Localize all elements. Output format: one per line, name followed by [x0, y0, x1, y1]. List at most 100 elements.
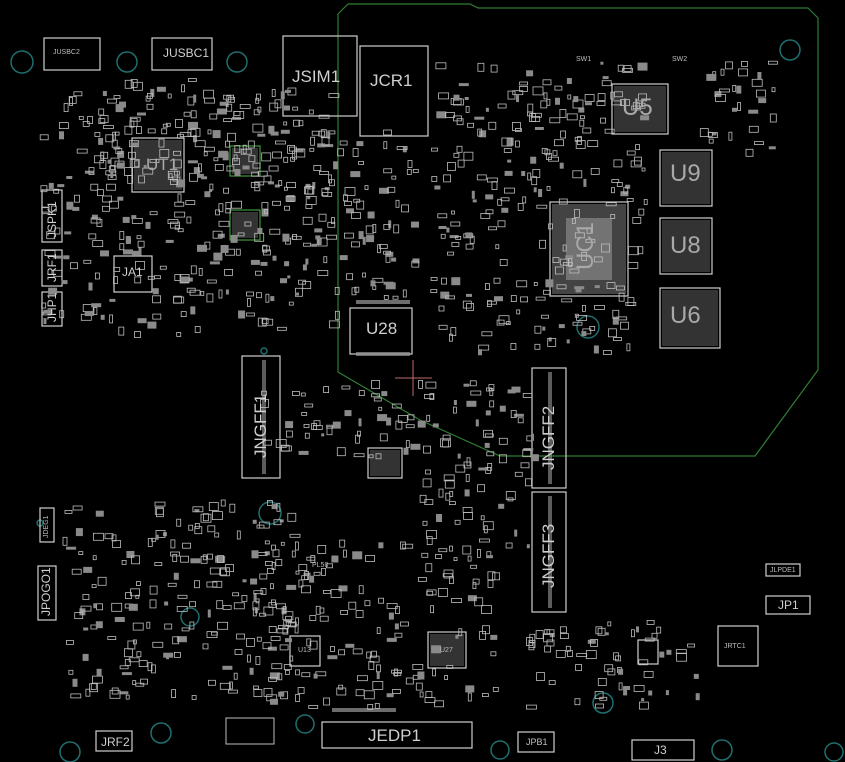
- smd-part: [246, 291, 254, 297]
- smd-part: [339, 539, 346, 548]
- smd-part: [539, 239, 546, 249]
- smd-part: [449, 545, 453, 552]
- smd-part: [706, 73, 717, 81]
- smd-part: [88, 233, 97, 240]
- smd-part: [198, 267, 203, 276]
- smd-part: [526, 637, 533, 646]
- smd-part: [573, 96, 579, 103]
- smd-part: [91, 214, 98, 220]
- smd-part: [121, 672, 132, 676]
- smd-part: [73, 91, 83, 97]
- smd-part: [522, 449, 532, 458]
- smd-part: [211, 511, 223, 521]
- smd-part: [514, 529, 518, 537]
- smd-part: [137, 318, 147, 324]
- smd-part: [217, 621, 229, 630]
- smd-part: [323, 386, 330, 394]
- smd-part: [618, 292, 625, 302]
- smd-part: [164, 623, 173, 630]
- smd-part: [466, 302, 474, 311]
- smd-part: [155, 534, 159, 540]
- smd-part: [301, 672, 311, 678]
- smd-part: [132, 250, 141, 256]
- smd-part: [238, 310, 246, 319]
- smd-part: [483, 525, 488, 534]
- smd-part: [541, 147, 548, 154]
- smd-part: [610, 91, 615, 100]
- smd-part: [387, 186, 396, 193]
- smd-part: [531, 112, 542, 118]
- smd-part: [328, 174, 333, 184]
- smd-part: [107, 98, 117, 104]
- smd-part: [317, 143, 326, 148]
- smd-part: [453, 400, 457, 405]
- smd-part: [236, 633, 246, 640]
- smd-part: [637, 62, 648, 71]
- smd-part: [44, 250, 56, 257]
- sw2-label: SW2: [672, 56, 688, 63]
- smd-part: [633, 685, 645, 692]
- smd-part: [181, 627, 190, 632]
- smd-part: [600, 117, 606, 124]
- smd-part: [399, 541, 406, 550]
- smd-part: [282, 624, 286, 628]
- smd-part: [173, 170, 180, 176]
- smd-part: [275, 439, 287, 448]
- smd-part: [253, 689, 263, 697]
- mounting-holes: [10, 39, 844, 762]
- smd-part: [543, 92, 548, 100]
- smd-part: [579, 119, 585, 127]
- smd-part: [643, 671, 654, 678]
- smd-part: [383, 141, 388, 150]
- smd-part: [351, 212, 361, 220]
- smd-part: [559, 162, 564, 169]
- smd-part: [76, 148, 88, 154]
- smd-part: [402, 289, 407, 298]
- smd-part: [594, 285, 600, 289]
- smd-part: [213, 157, 219, 162]
- smd-part: [247, 297, 251, 307]
- smd-part: [419, 691, 424, 698]
- smd-part: [485, 410, 491, 416]
- smd-part: [455, 634, 459, 639]
- smd-part: [158, 138, 165, 148]
- smd-part: [317, 270, 329, 276]
- smd-part: [391, 175, 397, 180]
- smd-part: [362, 272, 367, 278]
- smd-part: [313, 571, 321, 576]
- smd-part: [66, 201, 74, 210]
- smd-part: [462, 545, 472, 555]
- smd-part: [411, 221, 419, 228]
- smd-part: [260, 398, 269, 408]
- smd-part: [545, 279, 554, 288]
- smd-part: [301, 411, 308, 416]
- smd-part: [372, 224, 377, 233]
- smd-part: [558, 324, 565, 329]
- smd-part: [295, 148, 304, 153]
- smd-part: [53, 188, 60, 194]
- smd-part: [331, 217, 335, 225]
- smd-part: [209, 189, 212, 192]
- smd-part: [317, 545, 327, 554]
- smd-part: [620, 191, 629, 197]
- jrtc1-footprint: [717, 625, 759, 667]
- smd-part: [331, 555, 339, 563]
- bga-grids: [134, 86, 718, 666]
- smd-part: [430, 605, 435, 614]
- smd-part: [306, 556, 316, 561]
- smd-part: [273, 519, 282, 526]
- smd-part: [266, 500, 273, 506]
- smd-part: [425, 381, 437, 389]
- smd-part: [225, 140, 230, 148]
- jrf1-footprint: [41, 249, 63, 287]
- smd-part: [498, 503, 505, 509]
- smd-part: [565, 255, 574, 260]
- jspk1-footprint: [41, 189, 63, 243]
- smd-part: [92, 555, 97, 561]
- smd-part: [768, 146, 776, 150]
- smd-part: [534, 343, 541, 350]
- smd-part: [242, 165, 250, 170]
- smd-part: [98, 137, 104, 145]
- smd-part: [168, 173, 173, 179]
- smd-part: [232, 158, 240, 166]
